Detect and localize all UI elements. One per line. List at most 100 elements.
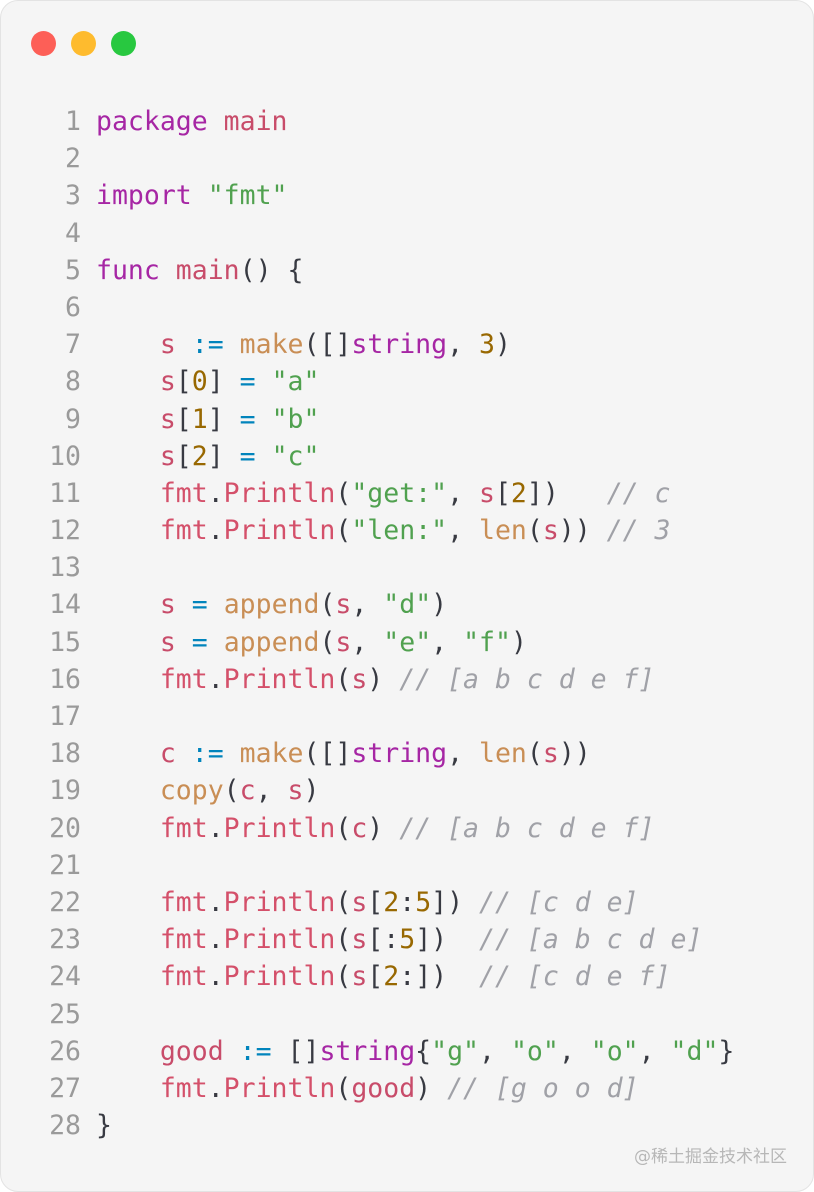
code-token: "o" <box>510 1035 559 1067</box>
code-token: "d" <box>670 1035 719 1067</box>
line-number: 21 <box>49 849 81 881</box>
code-token: s <box>159 366 176 398</box>
code-token: ( <box>335 515 352 547</box>
code-token <box>96 1036 160 1067</box>
code-line: 11 fmt.Println("get:", s[2]) // c <box>41 475 734 512</box>
line-number: 17 <box>49 701 81 732</box>
code-token: 5 <box>399 924 416 956</box>
code-line: 9 s[1] = "b" <box>41 401 734 438</box>
line-number: 4 <box>65 217 81 249</box>
line-number: 9 <box>65 403 81 435</box>
code-line: 13 <box>41 549 734 586</box>
line-source: fmt.Println(s[:5]) // [a b c d e] <box>96 921 703 958</box>
code-line: 18 c := make([]string, len(s)) <box>41 735 734 772</box>
code-token: := <box>239 1035 272 1067</box>
line-number: 11 <box>49 477 81 509</box>
code-token: string <box>351 329 448 361</box>
code-token: )) <box>558 515 607 547</box>
code-token <box>96 887 160 918</box>
code-line: 6 <box>41 289 734 326</box>
code-token: fmt <box>159 663 208 695</box>
code-token: s <box>351 663 368 695</box>
code-line: 14 s = append(s, "d") <box>41 586 734 623</box>
code-line: 22 fmt.Println(s[2:5]) // [c d e] <box>41 884 734 921</box>
close-window-button[interactable] <box>31 31 56 56</box>
code-token: fmt <box>159 886 208 918</box>
code-token: ) <box>494 329 511 361</box>
minimize-window-button[interactable] <box>71 31 96 56</box>
code-token: Println <box>223 515 336 547</box>
code-token <box>96 329 160 360</box>
code-token: . <box>207 886 224 918</box>
code-token: , <box>351 626 384 658</box>
code-token: s <box>335 626 352 658</box>
line-source: fmt.Println(c) // [a b c d e f] <box>96 810 655 847</box>
code-token: ( <box>319 626 336 658</box>
code-token: Println <box>223 663 336 695</box>
line-number: 20 <box>49 812 81 844</box>
code-token <box>96 813 160 844</box>
line-number: 16 <box>49 663 81 695</box>
line-source: fmt.Println(s) // [a b c d e f] <box>96 661 655 698</box>
code-token: "a" <box>271 366 320 398</box>
line-source: s := make([]string, 3) <box>96 326 511 363</box>
code-token: ([] <box>303 738 352 770</box>
code-token: Println <box>223 1072 336 1104</box>
code-token: 2 <box>383 886 400 918</box>
code-token: = <box>239 440 256 472</box>
code-token: "b" <box>271 403 320 435</box>
code-token: fmt <box>159 961 208 993</box>
code-token: : <box>399 886 416 918</box>
code-token: c <box>239 775 256 807</box>
code-token: :]) <box>399 961 480 993</box>
line-number: 28 <box>49 1110 81 1142</box>
line-source: package main <box>96 103 287 140</box>
code-token <box>96 441 160 472</box>
watermark: @稀土掘金技术社区 <box>634 1147 787 1167</box>
code-token: main <box>223 106 288 137</box>
code-token: s <box>335 589 352 621</box>
code-line: 8 s[0] = "a" <box>41 363 734 400</box>
code-token <box>208 627 224 658</box>
code-token: } <box>718 1035 735 1067</box>
code-token: ) <box>367 812 400 844</box>
code-token <box>96 366 160 397</box>
code-token: // [c d e f] <box>479 961 671 993</box>
code-token <box>256 366 272 397</box>
code-token: [ <box>175 366 192 398</box>
code-token: func <box>96 254 160 286</box>
line-number: 27 <box>49 1072 81 1104</box>
code-token: () { <box>239 254 304 286</box>
code-line: 15 s = append(s, "e", "f") <box>41 624 734 661</box>
code-token: s <box>351 924 368 956</box>
code-token: ) <box>431 589 448 621</box>
code-token <box>176 589 192 620</box>
code-token: make <box>239 329 304 361</box>
code-token: fmt <box>159 812 208 844</box>
line-source: fmt.Println(s[2:]) // [c d e f] <box>96 958 671 995</box>
code-token: , <box>351 589 384 621</box>
line-number: 24 <box>49 961 81 993</box>
code-token: ] <box>207 366 240 398</box>
code-token: s <box>542 738 559 770</box>
code-token: ( <box>319 589 336 621</box>
code-line: 12 fmt.Println("len:", len(s)) // 3 <box>41 512 734 549</box>
line-number: 14 <box>49 589 81 621</box>
code-token: ( <box>335 886 352 918</box>
line-source: s = append(s, "d") <box>96 586 447 623</box>
code-token: , <box>447 329 480 361</box>
code-token <box>176 627 192 658</box>
code-token: ) <box>303 775 320 807</box>
code-token <box>176 329 192 360</box>
line-number: 2 <box>65 143 81 175</box>
code-line: 26 good := []string{"g", "o", "o", "d"} <box>41 1033 734 1070</box>
code-token: ( <box>526 515 543 547</box>
line-source: copy(c, s) <box>96 772 320 809</box>
code-token: = <box>191 626 208 658</box>
zoom-window-button[interactable] <box>111 31 136 56</box>
code-token: [] <box>287 1035 320 1067</box>
code-token <box>256 441 272 472</box>
code-token: string <box>319 1035 416 1067</box>
code-token: , <box>447 515 479 547</box>
